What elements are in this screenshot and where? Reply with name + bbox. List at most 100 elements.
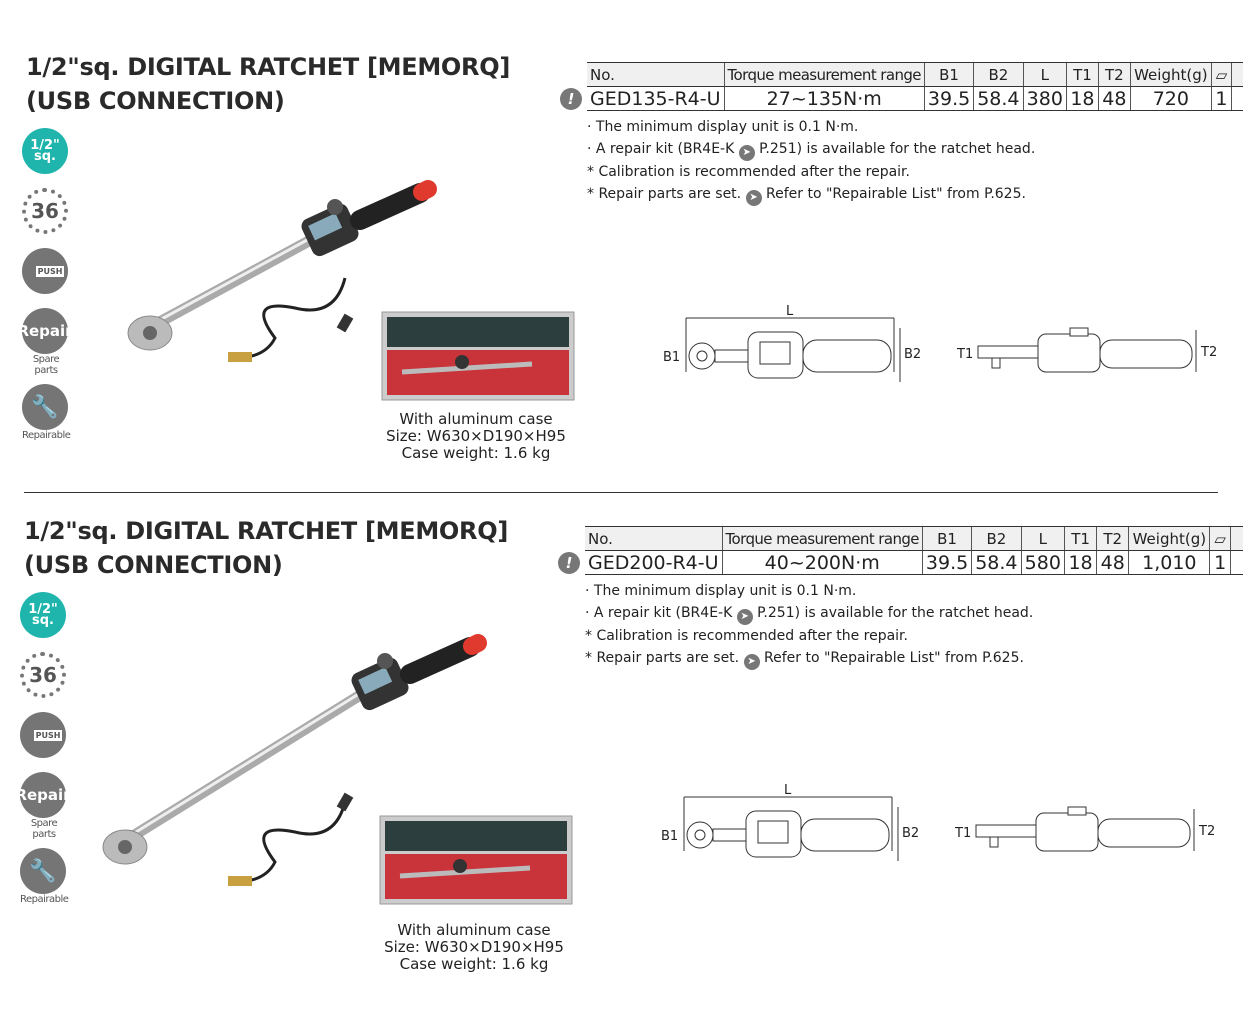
table-cell: GED135-R4-U <box>587 86 725 111</box>
column-header <box>1230 526 1243 551</box>
product-title: 1/2"sq. DIGITAL RATCHET [MEMORQ](USB CON… <box>24 517 508 579</box>
spare-parts-label: Spare parts <box>32 354 60 376</box>
table-cell <box>1230 550 1243 575</box>
column-header: B1 <box>921 526 972 551</box>
dimension-drawing-side: T1 T2 <box>956 327 1217 373</box>
page-ref-arrow-icon: ➤ <box>743 654 760 670</box>
column-header: L <box>1020 526 1065 551</box>
column-header: B1 <box>923 62 974 87</box>
note: * Calibration is recommended after the r… <box>585 628 908 644</box>
column-header: ▱ <box>1209 526 1231 551</box>
wrench-icon: 🔧 <box>22 384 68 430</box>
push-button-badge: PUSH <box>20 712 66 758</box>
feature-badges: 1/2"sq. 36 PUSH Repair Spare parts 🔧 Rep… <box>17 128 74 449</box>
repairable-label: Repairable <box>20 894 69 905</box>
product-title: 1/2"sq. DIGITAL RATCHET [MEMORQ](USB CON… <box>26 53 510 115</box>
dim-label-T1: T1 <box>954 826 971 841</box>
wrench-icon: 🔧 <box>20 848 66 894</box>
dim-label-T2: T2 <box>1200 345 1217 360</box>
table-cell: 48 <box>1096 550 1129 575</box>
dimension-drawing-top: L B1 B2 <box>663 304 921 382</box>
square-drive-badge: 1/2"sq. <box>20 592 66 638</box>
dim-label-B1: B1 <box>661 829 678 844</box>
product-section: 1/2"sq. DIGITAL RATCHET [MEMORQ](USB CON… <box>0 464 1243 973</box>
dim-label-T2: T2 <box>1198 824 1215 839</box>
dim-label-B1: B1 <box>663 350 680 365</box>
note: · A repair kit (BR4E-K ➤ P.251) is avail… <box>587 138 1035 161</box>
column-header <box>1231 62 1243 87</box>
page-ref-arrow-icon: ➤ <box>736 609 753 625</box>
column-header: T2 <box>1097 62 1131 87</box>
table-cell: GED200-R4-U <box>585 550 723 575</box>
repair-badge: Repair <box>15 772 71 818</box>
spare-parts-label: Spare parts <box>30 818 58 840</box>
repairable-label: Repairable <box>22 430 71 441</box>
aluminum-case-image <box>379 815 573 905</box>
column-header: B2 <box>973 62 1024 87</box>
table-cell: 1 <box>1210 86 1232 111</box>
ratchet-product-image <box>102 634 487 886</box>
column-header: B2 <box>971 526 1022 551</box>
column-header: Weight(g) <box>1129 62 1212 87</box>
dim-label-L: L <box>784 783 792 798</box>
table-cell: 27~135N·m <box>723 86 925 111</box>
section-divider <box>24 492 1218 493</box>
product-section: 1/2"sq. DIGITAL RATCHET [MEMORQ](USB CON… <box>0 0 1243 465</box>
table-cell: 39.5 <box>923 86 974 111</box>
table-cell: 40~200N·m <box>721 550 923 575</box>
column-header: T2 <box>1096 526 1129 551</box>
ratchet-product-image <box>127 180 437 362</box>
note: · The minimum display unit is 0.1 N·m. <box>585 583 857 599</box>
column-header: Weight(g) <box>1128 526 1210 551</box>
table-cell: 18 <box>1066 86 1099 111</box>
table-cell <box>1231 86 1243 111</box>
table-cell: 58.4 <box>971 550 1022 575</box>
dim-label-L: L <box>786 304 794 319</box>
table-cell: 58.4 <box>973 86 1024 111</box>
column-header: Torque measurement range <box>723 62 925 87</box>
aluminum-case-image <box>381 311 575 401</box>
column-header: L <box>1022 62 1067 87</box>
column-header: Torque measurement range <box>721 526 923 551</box>
note: · A repair kit (BR4E-K ➤ P.251) is avail… <box>585 602 1033 625</box>
table-cell: 39.5 <box>921 550 972 575</box>
note: * Calibration is recommended after the r… <box>587 164 910 180</box>
table-cell: 18 <box>1064 550 1097 575</box>
column-header: T1 <box>1066 62 1099 87</box>
note: · The minimum display unit is 0.1 N·m. <box>587 119 859 135</box>
table-cell: 380 <box>1022 86 1067 111</box>
dim-label-B2: B2 <box>902 826 919 841</box>
notes: · The minimum display unit is 0.1 N·m. ·… <box>587 116 1035 206</box>
table-cell: 580 <box>1020 550 1065 575</box>
table-cell: 48 <box>1097 86 1131 111</box>
table-cell: 1 <box>1209 550 1231 575</box>
column-header: No. <box>585 526 723 551</box>
table-cell: 1,010 <box>1128 550 1210 575</box>
warning-icon: ! <box>558 552 580 574</box>
column-header: ▱ <box>1210 62 1232 87</box>
dim-label-T1: T1 <box>956 347 973 362</box>
feature-badges: 1/2"sq. 36 PUSH Repair Spare parts 🔧 Rep… <box>15 592 72 913</box>
warning-icon: ! <box>560 88 582 110</box>
page-ref-arrow-icon: ➤ <box>738 145 755 161</box>
note: * Repair parts are set. ➤ Refer to "Repa… <box>585 647 1033 670</box>
page-ref-arrow-icon: ➤ <box>745 190 762 206</box>
gear-teeth-badge: 36 <box>20 652 66 698</box>
push-button-badge: PUSH <box>22 248 68 294</box>
column-header: No. <box>587 62 725 87</box>
dim-label-B2: B2 <box>904 347 921 362</box>
column-header: T1 <box>1064 526 1097 551</box>
gear-teeth-badge: 36 <box>22 188 68 234</box>
repair-badge: Repair <box>17 308 73 354</box>
note: * Repair parts are set. ➤ Refer to "Repa… <box>587 183 1035 206</box>
notes: · The minimum display unit is 0.1 N·m. ·… <box>585 580 1033 670</box>
